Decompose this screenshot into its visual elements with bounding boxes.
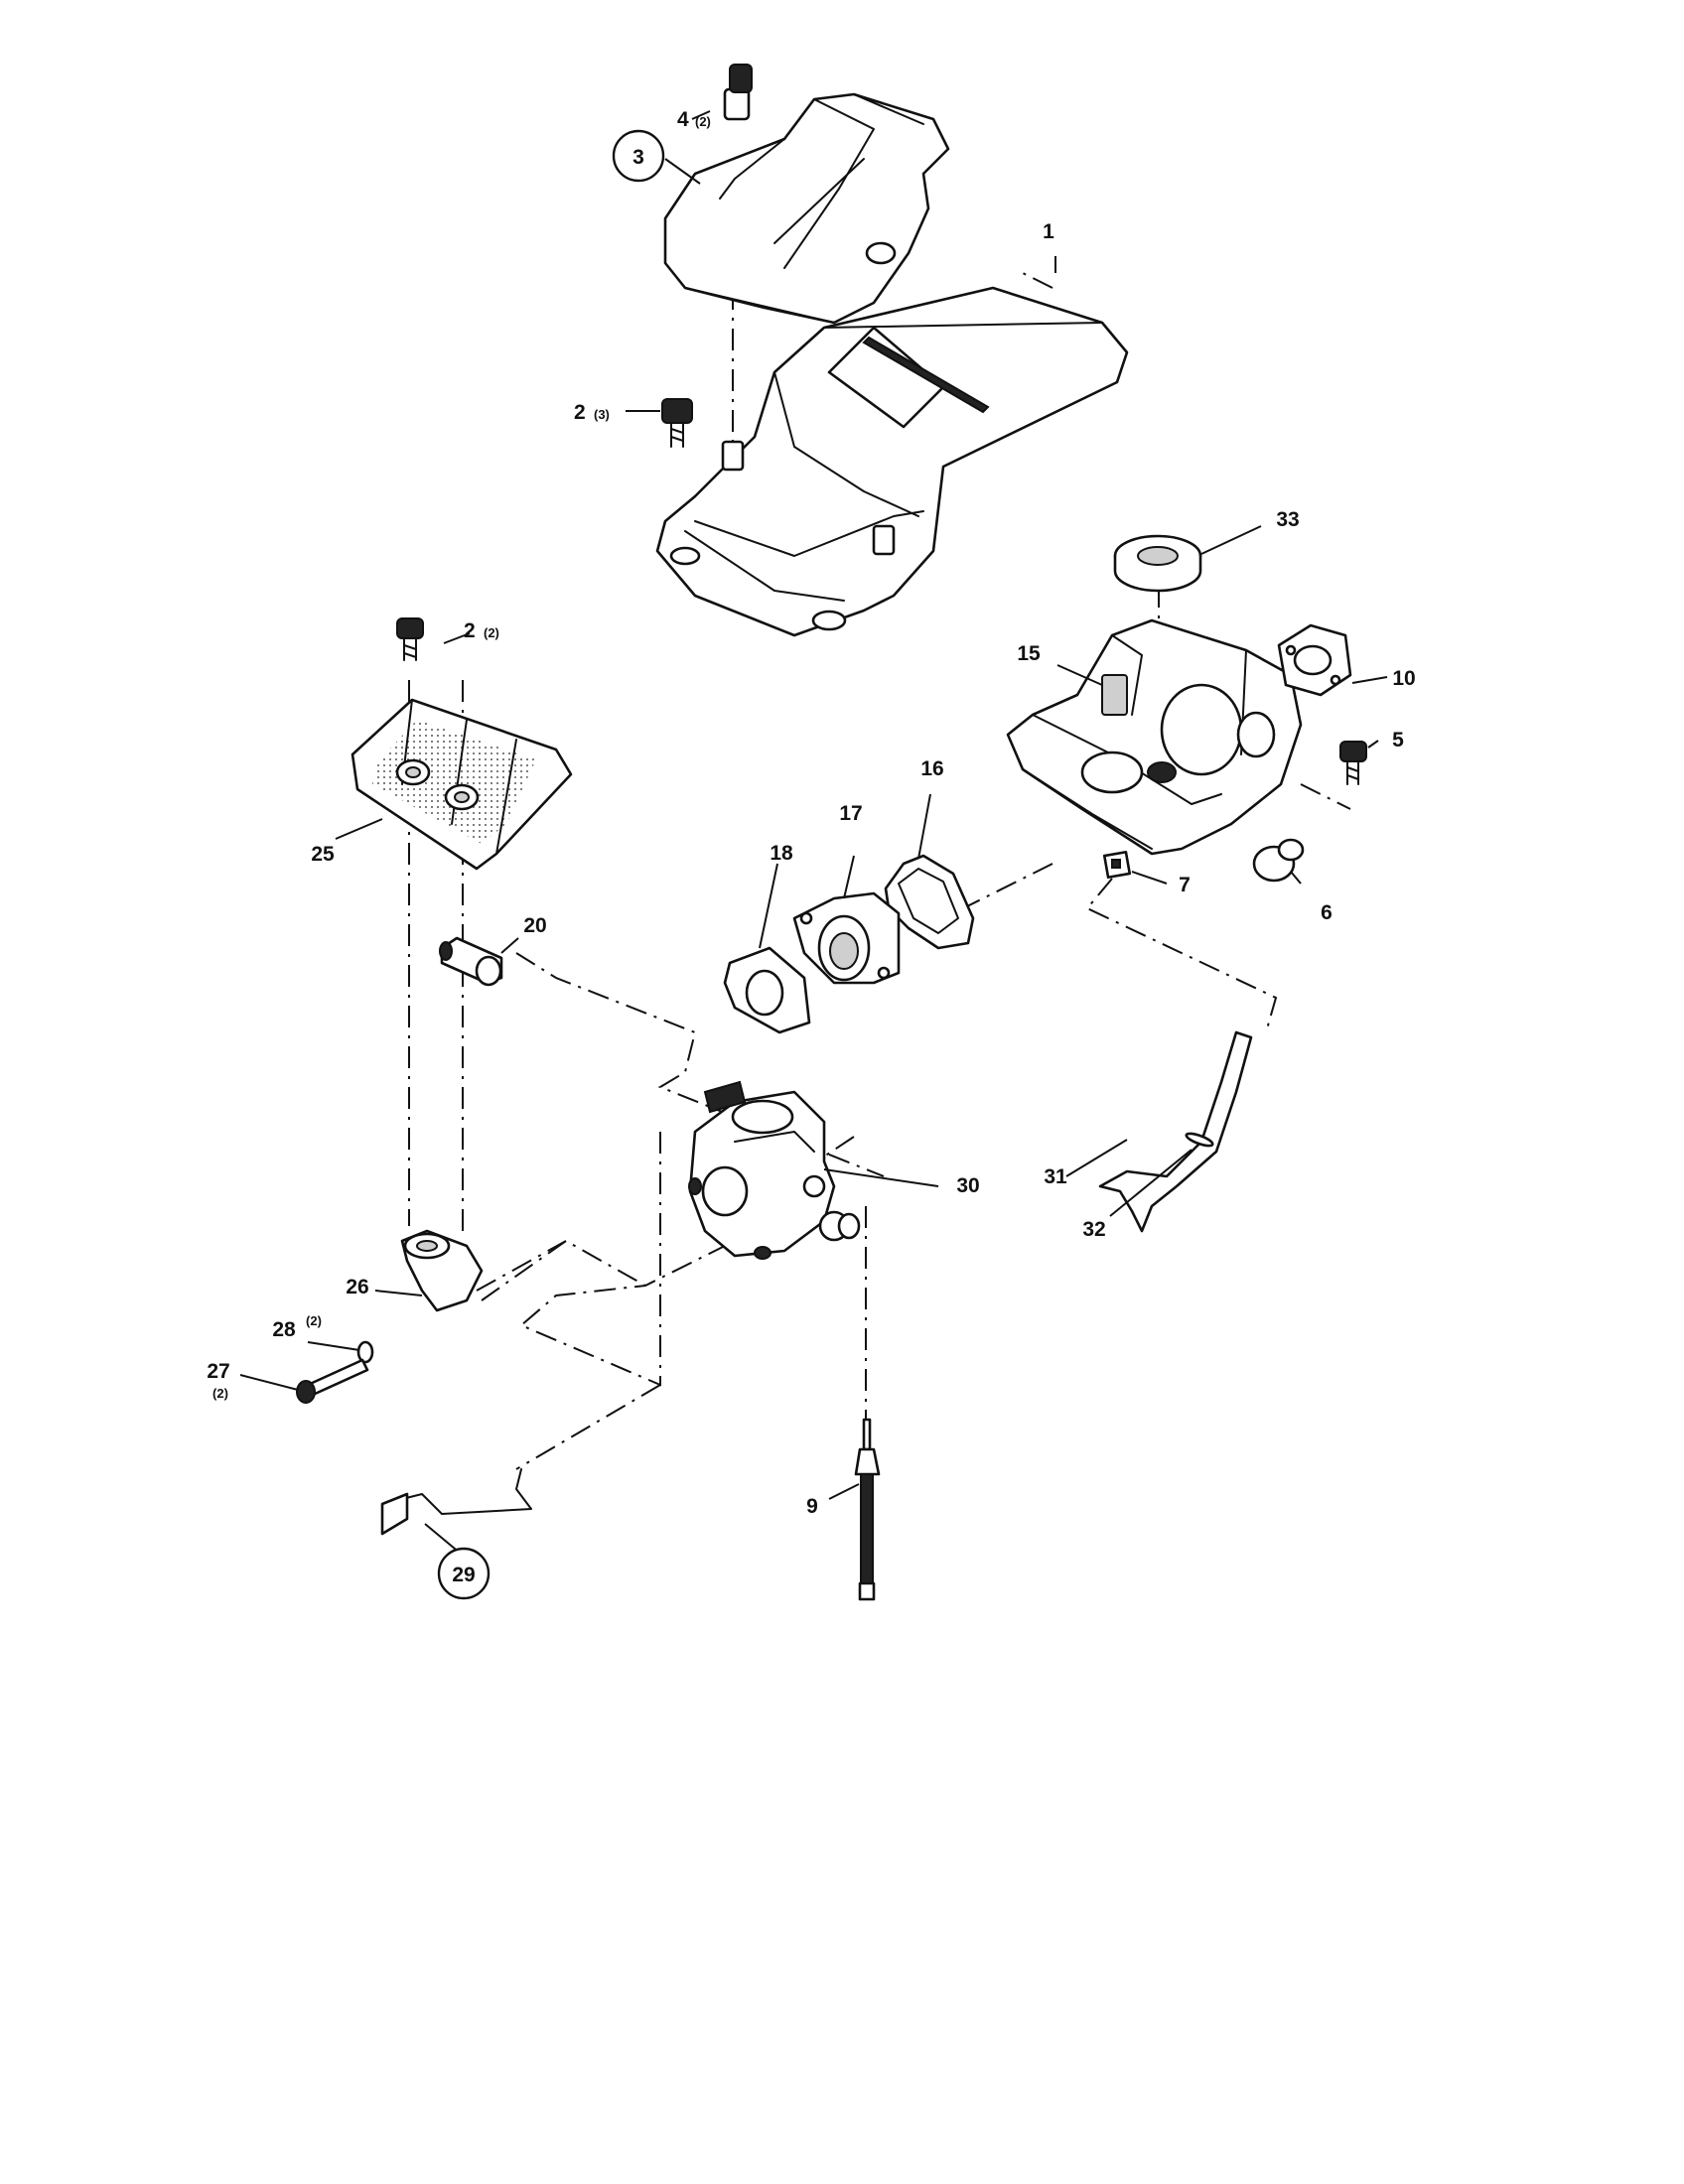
part-grommet-33	[1113, 534, 1202, 593]
callout-4-qty: (2)	[695, 114, 711, 129]
callout-27: 27	[207, 1360, 229, 1383]
part-clip-7	[1102, 850, 1132, 880]
callout-2-upper: 2	[574, 401, 586, 424]
part-carburetor-30	[688, 1080, 861, 1260]
callout-4: 4	[677, 108, 689, 131]
part-screw-5	[1339, 741, 1367, 785]
part-lever-31	[1098, 1030, 1253, 1233]
part-pin-32	[1185, 1132, 1214, 1148]
part-screw-2-lower	[396, 617, 424, 661]
callout-20: 20	[523, 914, 546, 937]
part-base-housing	[1006, 618, 1303, 856]
part-air-filter-25	[351, 698, 573, 871]
part-elbow-26	[400, 1229, 484, 1312]
callout-3-circle	[612, 129, 665, 183]
callout-labels: 1 2 (3) 2 (2) 3 4 (2) 5 6 7 9 10 15 16 1…	[207, 108, 1415, 1586]
callout-3: 3	[632, 146, 644, 169]
callout-15: 15	[1017, 642, 1041, 665]
part-linkage-29	[380, 1468, 532, 1536]
callout-28: 28	[272, 1318, 296, 1341]
callout-30: 30	[956, 1174, 979, 1197]
callout-29-circle	[437, 1547, 491, 1600]
callout-2-upper-qty: (3)	[594, 407, 610, 422]
callout-33: 33	[1276, 508, 1299, 531]
callout-2-lower-qty: (2)	[484, 625, 499, 640]
part-washer-28	[356, 1340, 374, 1364]
callout-9: 9	[806, 1495, 818, 1518]
callout-26: 26	[346, 1276, 368, 1298]
part-intake-17	[792, 891, 901, 985]
callout-17: 17	[839, 802, 862, 825]
part-air-filter-cover	[663, 64, 950, 325]
leader-lines	[239, 110, 1388, 1560]
part-gasket-10	[1277, 623, 1352, 697]
callout-18: 18	[770, 842, 793, 865]
callout-6: 6	[1321, 901, 1333, 924]
part-screw-2-upper	[661, 398, 693, 448]
part-plug-6	[1252, 838, 1305, 883]
part-gasket-18	[723, 946, 811, 1034]
callout-29: 29	[452, 1564, 475, 1586]
part-needle-9	[854, 1418, 881, 1601]
callout-27-qty: (2)	[212, 1386, 228, 1401]
callout-32: 32	[1082, 1218, 1105, 1241]
callout-10: 10	[1392, 667, 1415, 690]
part-bolt-27	[296, 1358, 369, 1404]
callout-28-qty: (2)	[306, 1313, 322, 1328]
callout-5: 5	[1392, 729, 1404, 751]
callout-7: 7	[1179, 874, 1191, 896]
part-top-housing	[655, 286, 1129, 637]
callout-2-lower: 2	[464, 619, 476, 642]
callout-1: 1	[1043, 220, 1054, 243]
callout-25: 25	[311, 843, 335, 866]
part-fitting-20	[439, 936, 503, 987]
callout-16: 16	[920, 757, 943, 780]
callout-31: 31	[1044, 1165, 1067, 1188]
